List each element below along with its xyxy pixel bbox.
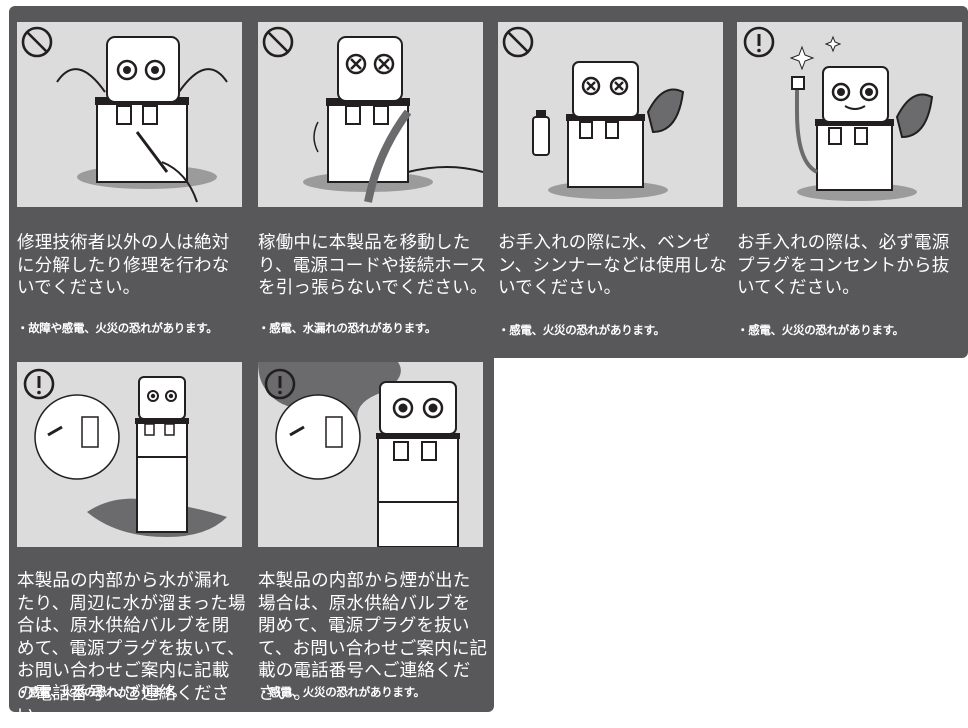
card-main-text: 修理技術者以外の人は絶対に分解したり修理を行わないでください。 — [17, 233, 230, 298]
prohibition-icon — [21, 26, 53, 58]
card-main-text: お手入れの際に水、ベンゼン、シンナーなどは使用しないでください。 — [498, 233, 728, 298]
card-main-text: お手入れの際は、必ず電源プラグをコンセントから抜いてください。 — [737, 233, 950, 298]
card-note-text: ・故障や感電、火災の恐れがあります。 — [17, 321, 218, 335]
card-main-text: 稼働中に本製品を移動したり、電源コードや接続ホースを引っ張らないでください。 — [258, 233, 488, 298]
card-note-text: ・感電、火災の恐れがあります。 — [498, 323, 665, 337]
illustration-cleaning-solvents — [498, 22, 723, 207]
prohibition-icon — [502, 26, 534, 58]
illustration-smoke — [258, 362, 483, 547]
card-note-text: ・感電、火災の恐れがあります。 — [737, 323, 904, 337]
card-main-text: 本製品の内部から水が漏れたり、周辺に水が溜まった場合は、原水供給バルブを閉めて、… — [17, 571, 246, 726]
card-main-text: 本製品の内部から煙が出た場合は、原水供給バルブを閉めて、電源プラグを抜いて、お問… — [258, 571, 488, 704]
card-note-text: ・感電、水漏れの恐れがあります。 — [258, 321, 437, 335]
illustration-water-leak — [17, 362, 242, 547]
caution-icon — [23, 368, 55, 400]
card-note-text: ・感電、火災の恐れがあります。 — [258, 685, 425, 699]
illustration-disassembly — [17, 22, 242, 207]
illustration-unplug-cleaning — [737, 22, 962, 207]
caution-icon — [743, 26, 775, 58]
illustration-moving — [258, 22, 483, 207]
card-note-text: ・感電、火災の恐れがあります。 — [17, 685, 184, 699]
prohibition-icon — [262, 26, 294, 58]
